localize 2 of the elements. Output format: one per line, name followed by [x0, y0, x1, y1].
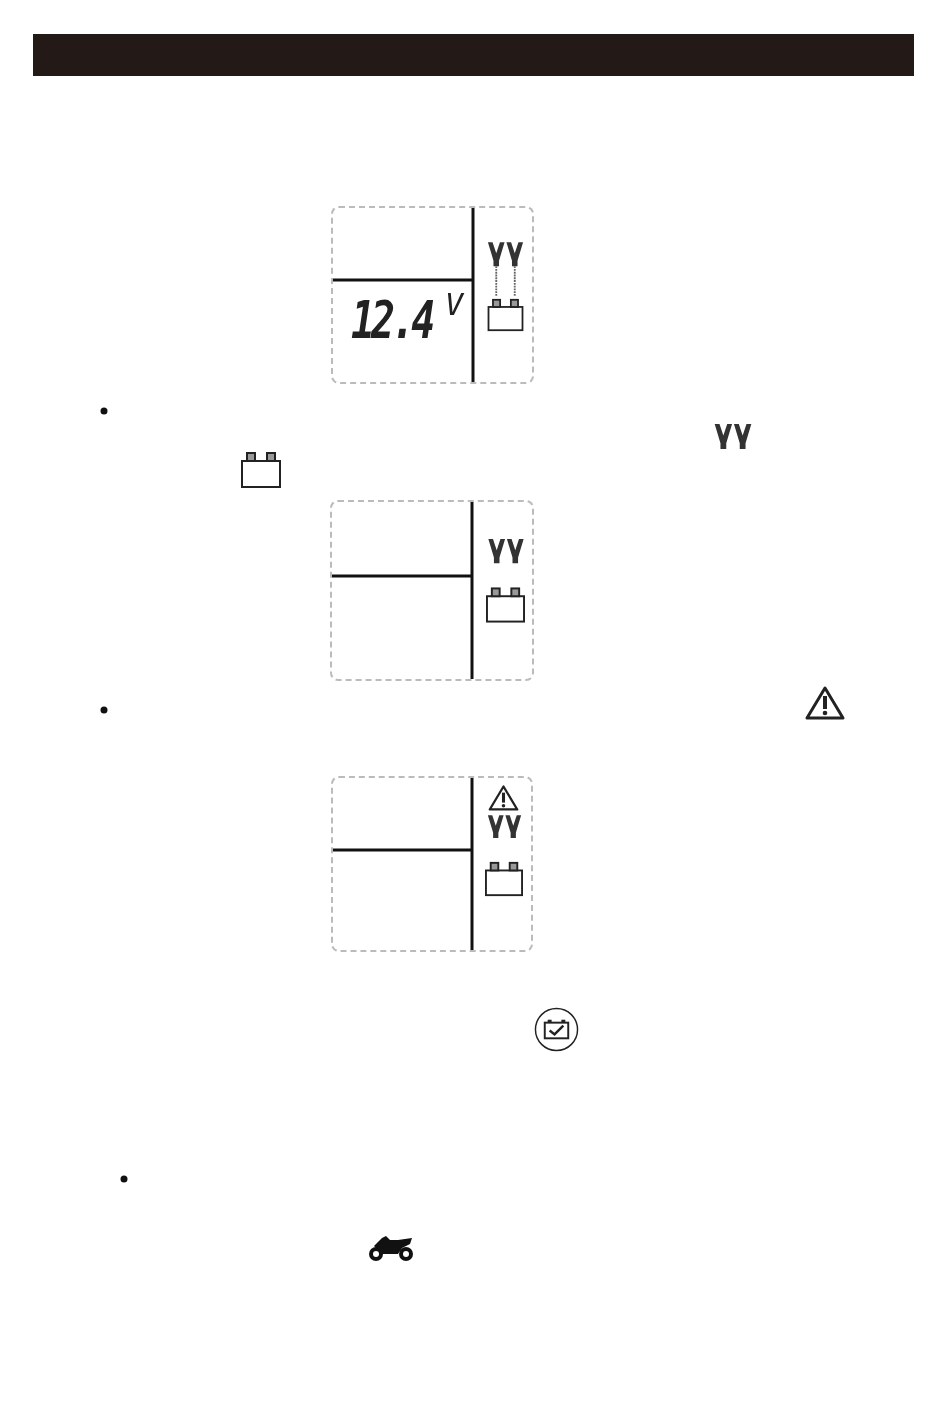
unit-label: V: [445, 290, 464, 320]
voltage-reading: 12.4: [351, 294, 432, 346]
